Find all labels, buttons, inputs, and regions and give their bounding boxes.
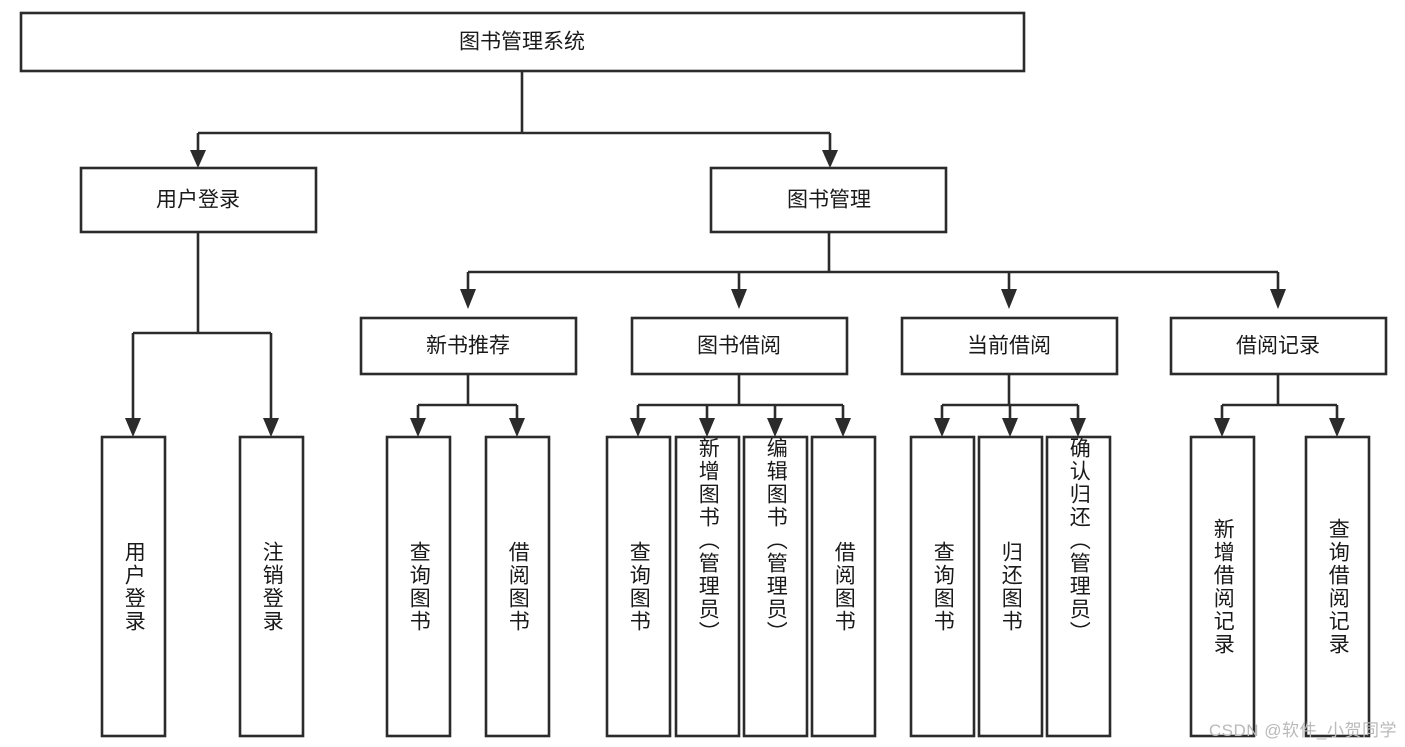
node-root-box <box>19 11 1026 73</box>
node-book-management-label: 图书管理 <box>787 189 871 212</box>
leaf-borrow-book-borrow[interactable] <box>810 435 877 738</box>
connector-new-book-recommend-to-leaves <box>410 374 525 437</box>
arrow-head-icon <box>263 418 279 437</box>
arrow-head-icon <box>1002 418 1018 437</box>
arrow-head-icon <box>509 418 525 437</box>
leaf-user-login-box <box>100 435 167 738</box>
leaf-add-borrow-record[interactable] <box>1189 435 1256 738</box>
leaf-query-book-current[interactable] <box>909 435 976 738</box>
node-root-label: 图书管理系统 <box>459 31 585 54</box>
node-current-borrow-label: 当前借阅 <box>967 335 1051 358</box>
leaf-return-book[interactable] <box>977 435 1044 738</box>
node-new-book-recommend-box <box>359 316 578 376</box>
arrow-head-icon <box>934 418 950 437</box>
leaf-confirm-return-admin[interactable] <box>1045 435 1112 738</box>
arrow-head-icon <box>410 418 426 437</box>
arrow-head-icon <box>1329 418 1345 437</box>
node-new-book-recommend[interactable]: 新书推荐 <box>359 316 578 376</box>
leaf-borrow-book-recommend-box <box>484 435 551 738</box>
leaf-query-borrow-record[interactable] <box>1304 435 1371 738</box>
arrow-head-icon <box>190 150 206 168</box>
connector-book-borrow-to-leaves <box>630 374 851 437</box>
node-new-book-recommend-label: 新书推荐 <box>426 335 510 358</box>
leaf-query-borrow-record-box <box>1304 435 1371 738</box>
leaf-query-book-recommend-box <box>385 435 452 738</box>
leaf-add-book-admin-box <box>674 435 741 738</box>
leaf-borrow-book-recommend[interactable] <box>484 435 551 738</box>
node-user-login-box <box>79 166 318 234</box>
leaf-query-book-borrow-box <box>605 435 672 738</box>
node-current-borrow-box <box>900 316 1119 376</box>
arrow-head-icon <box>630 418 646 437</box>
connector-root-to-level1 <box>190 71 838 168</box>
arrow-head-icon <box>1270 289 1286 309</box>
arrow-head-icon <box>460 289 476 309</box>
node-book-borrow-label: 图书借阅 <box>697 335 781 358</box>
arrow-head-icon <box>125 418 141 437</box>
node-book-management[interactable]: 图书管理 <box>709 166 948 234</box>
arrow-head-icon <box>767 418 783 437</box>
node-current-borrow[interactable]: 当前借阅 <box>900 316 1119 376</box>
leaf-query-book-borrow[interactable] <box>605 435 672 738</box>
leaf-logout-box <box>238 435 305 738</box>
node-root[interactable]: 图书管理系统 <box>19 11 1026 73</box>
node-user-login-label: 用户登录 <box>156 189 240 212</box>
leaf-edit-book-admin-box <box>742 435 809 738</box>
connector-user-login-to-leaves <box>125 232 279 437</box>
connector-book-management-to-level2 <box>460 232 1286 309</box>
leaf-return-book-box <box>977 435 1044 738</box>
node-borrow-record[interactable]: 借阅记录 <box>1169 316 1388 376</box>
leaf-add-book-admin[interactable] <box>674 435 741 738</box>
leaf-query-book-recommend[interactable] <box>385 435 452 738</box>
arrow-head-icon <box>1001 289 1017 309</box>
arrow-head-icon <box>1070 418 1086 437</box>
arrow-head-icon <box>731 289 747 309</box>
arrow-head-icon <box>822 150 838 168</box>
leaf-query-book-current-box <box>909 435 976 738</box>
leaf-edit-book-admin[interactable] <box>742 435 809 738</box>
arrow-head-icon <box>835 418 851 437</box>
node-borrow-record-label: 借阅记录 <box>1236 335 1320 358</box>
connector-borrow-record-to-leaves <box>1214 374 1345 437</box>
arrow-head-icon <box>1214 418 1230 437</box>
node-user-login[interactable]: 用户登录 <box>79 166 318 234</box>
leaf-add-borrow-record-box <box>1189 435 1256 738</box>
leaf-user-login[interactable] <box>100 435 167 738</box>
leaf-borrow-book-borrow-box <box>810 435 877 738</box>
node-book-borrow[interactable]: 图书借阅 <box>630 316 849 376</box>
leaf-logout[interactable] <box>238 435 305 738</box>
connector-current-borrow-to-leaves <box>934 374 1086 437</box>
watermark-text: CSDN @软件_小贺同学 <box>1208 721 1397 740</box>
leaf-confirm-return-admin-box <box>1045 435 1112 738</box>
arrow-head-icon <box>699 418 715 437</box>
